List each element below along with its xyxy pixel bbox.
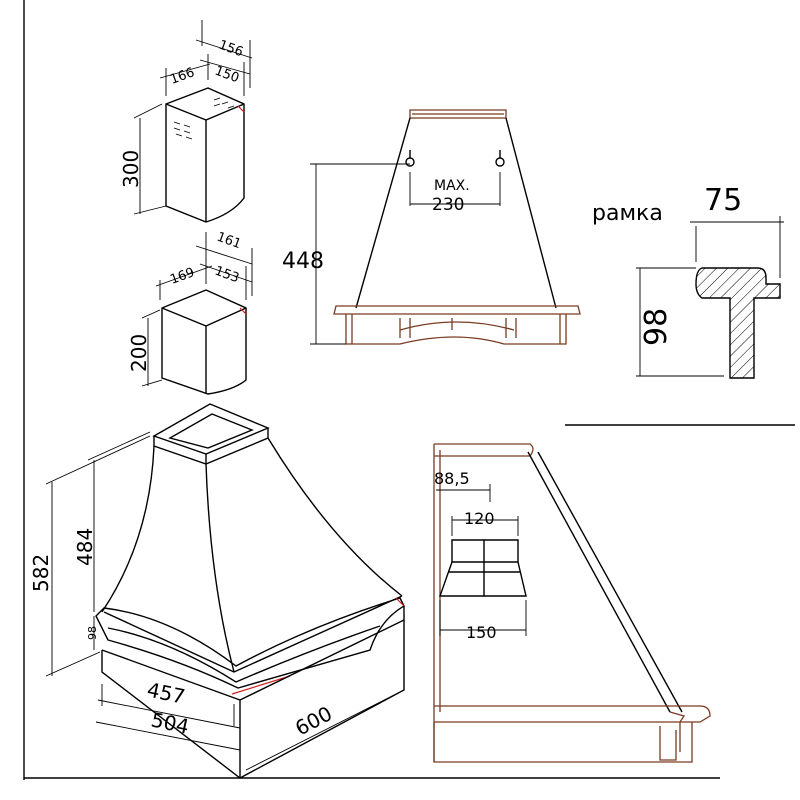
dim-504: 504 [149, 707, 191, 738]
frame-label: рамка [592, 201, 663, 226]
hood-isometric [45, 403, 405, 779]
hood-side-view [433, 443, 711, 763]
middle-chimney-box [141, 232, 253, 395]
frame-profile [636, 216, 784, 379]
dimension-labels: 156 166 150 300 161 169 153 200 582 484 … [29, 38, 742, 741]
dim-230: 230 [432, 195, 464, 215]
dim-75: 75 [704, 183, 742, 218]
dim-88-5: 88,5 [434, 469, 470, 488]
dim-max: MAX. [434, 178, 470, 194]
dim-169: 169 [168, 265, 196, 288]
page-frame [23, 0, 795, 780]
dim-150-side: 150 [466, 623, 497, 642]
dim-166: 166 [168, 65, 196, 88]
dim-200: 200 [127, 334, 151, 372]
dim-156: 156 [217, 38, 245, 61]
dim-98-hood: 98 [86, 626, 99, 640]
dim-161: 161 [215, 230, 243, 253]
dim-300: 300 [119, 150, 143, 188]
dim-457: 457 [145, 677, 187, 708]
dim-484: 484 [73, 528, 97, 566]
vent-slots [173, 97, 235, 140]
dim-153: 153 [213, 264, 241, 287]
dim-120: 120 [464, 509, 495, 528]
dim-150: 150 [213, 64, 241, 87]
dim-600: 600 [291, 701, 336, 740]
dim-582: 582 [29, 554, 53, 592]
dim-98-frame: 98 [639, 308, 674, 346]
top-chimney-box [133, 20, 253, 223]
hood-front-view [310, 109, 581, 345]
dim-448: 448 [282, 249, 324, 274]
